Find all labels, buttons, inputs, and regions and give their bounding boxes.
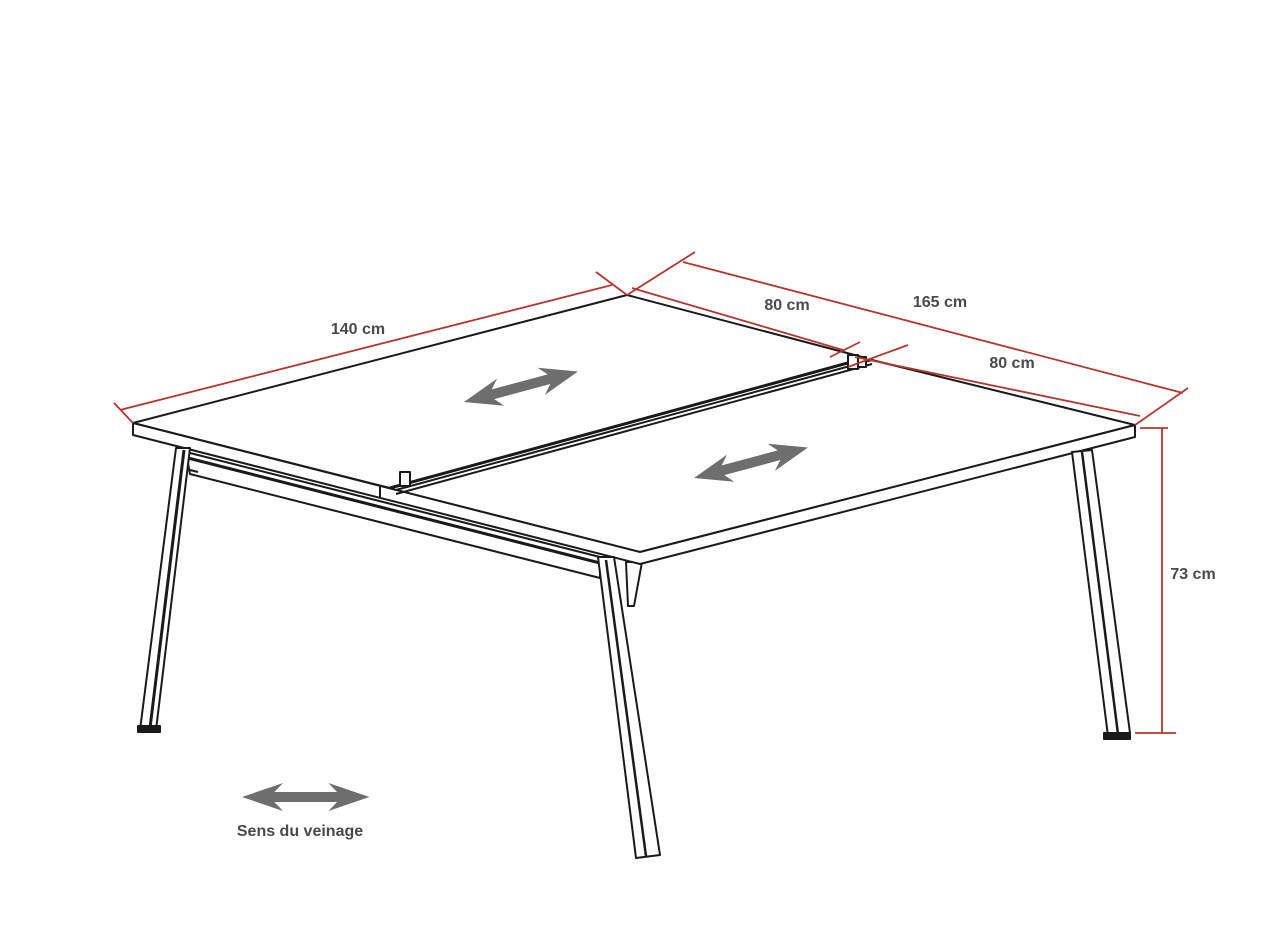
dim-line-80b [854, 356, 1141, 417]
label-height-73: 73 cm [1170, 566, 1216, 583]
tabletop-edge [132, 422, 1136, 565]
dimension-lines [113, 251, 1189, 734]
legend-arrow-icon [242, 783, 370, 811]
table-outline [132, 294, 1136, 859]
connector-clip [399, 471, 411, 487]
dim-line-80a [631, 287, 844, 351]
dim-line-165 [682, 261, 1184, 394]
leg-front [597, 556, 661, 859]
label-depth-80-first: 80 cm [764, 297, 810, 314]
legend-label: Sens du veinage [236, 823, 364, 840]
back-leg [625, 561, 643, 607]
dim-line-140 [119, 284, 613, 411]
label-width-140: 140 cm [330, 321, 386, 338]
label-depth-165: 165 cm [912, 294, 968, 311]
label-depth-80-second: 80 cm [989, 355, 1035, 372]
leg-front-left [139, 447, 191, 731]
